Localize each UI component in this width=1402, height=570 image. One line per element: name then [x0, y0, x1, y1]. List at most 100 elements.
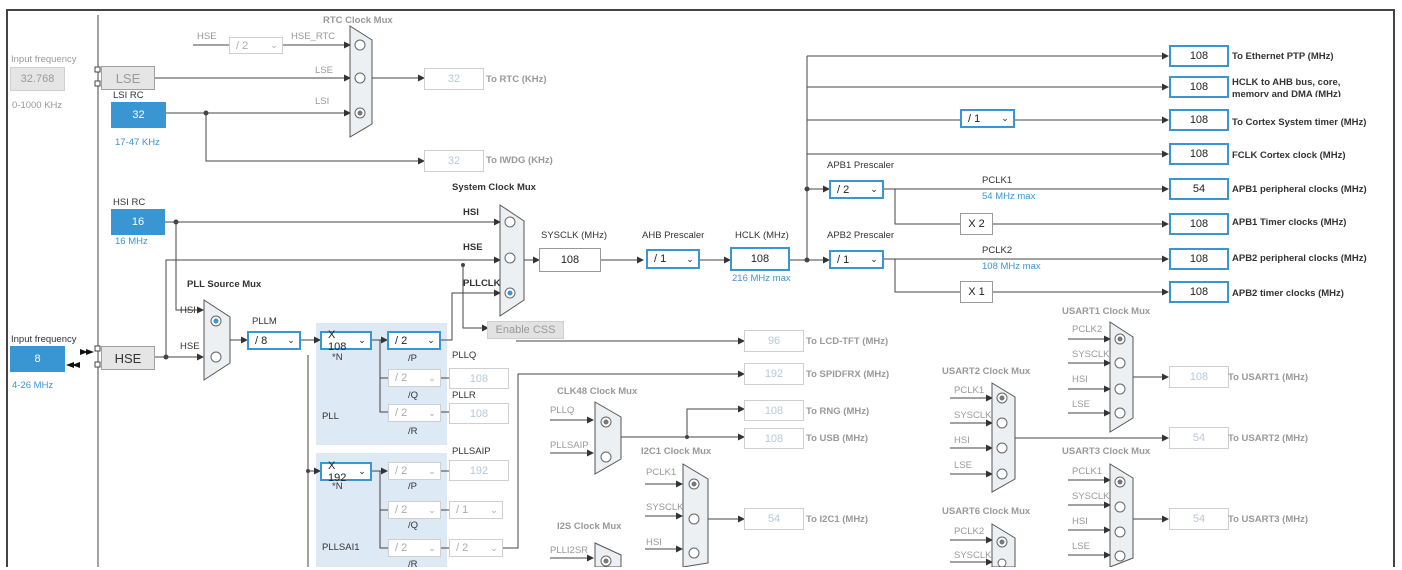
usart3-hsi-label: HSI [1072, 516, 1088, 527]
chevron-down-icon: ⌄ [490, 542, 498, 553]
ethernet-ptp-output[interactable]: 108 [1169, 45, 1229, 67]
hclk-label: HCLK (MHz) [735, 230, 789, 241]
fclk-output[interactable]: 108 [1169, 143, 1229, 165]
usart1-output-label: To USART1 (MHz) [1228, 372, 1309, 383]
enable-css-button[interactable]: Enable CSS [487, 321, 564, 339]
apb2-peripheral-output[interactable]: 108 [1169, 248, 1229, 270]
i2c1-pclk1-label: PCLK1 [646, 467, 677, 478]
pllr-label: PLLR [452, 390, 476, 401]
pllm-label: PLLM [252, 316, 277, 327]
usart3-pclk1-label: PCLK1 [1072, 466, 1103, 477]
lsi-range-label: 17-47 KHz [115, 137, 160, 148]
pllsai-q-divider-dropdown[interactable]: / 2⌄ [388, 501, 441, 519]
sysclk-value-field[interactable]: 108 [539, 248, 601, 272]
rtc-hse-label: HSE [197, 31, 217, 42]
chevron-down-icon: ⌄ [428, 542, 436, 553]
usb-label: To USB (MHz) [806, 433, 869, 444]
apb1-prescaler-label: APB1 Prescaler [827, 160, 895, 171]
rtc-output-field[interactable]: 32 [424, 68, 484, 90]
pclk1-max-label: 54 MHz max [982, 191, 1036, 202]
chevron-down-icon: ⌄ [870, 184, 878, 194]
i2c1-hsi-label: HSI [646, 537, 662, 548]
apb1-prescaler-dropdown[interactable]: / 2⌄ [829, 180, 884, 199]
apb1-peripheral-label: APB1 peripheral clocks (MHz) [1232, 184, 1367, 195]
usart2-output-field[interactable]: 54 [1169, 427, 1229, 449]
usb-output-field[interactable]: 108 [744, 428, 804, 449]
chevron-down-icon: ⌄ [870, 254, 878, 264]
pllsai-q2-divider-dropdown[interactable]: / 1⌄ [449, 501, 503, 519]
pllsai-r2-divider-dropdown[interactable]: / 2⌄ [449, 539, 503, 557]
pllsai-r-divider-dropdown[interactable]: / 2⌄ [388, 539, 441, 557]
usart1-pclk2-label: PCLK2 [1072, 324, 1103, 335]
pllsai-p-label: /P [408, 481, 417, 492]
rtc-mux-title: RTC Clock Mux [323, 15, 393, 26]
pll-q-divider-dropdown[interactable]: / 2⌄ [388, 369, 441, 387]
rng-label: To RNG (MHz) [806, 406, 870, 417]
pllsaip-value-field[interactable]: 192 [449, 460, 509, 481]
usart3-mux-title: USART3 Clock Mux [1062, 446, 1151, 457]
i2c1-output-label: To I2C1 (MHz) [806, 514, 869, 525]
sys-mux-pllclk-label: PLLCLK [463, 278, 501, 289]
apb1-peripheral-output[interactable]: 54 [1169, 178, 1229, 200]
pll-source-hsi-label: HSI [180, 305, 196, 316]
chevron-down-icon: ⌄ [428, 465, 436, 476]
usart2-pclk1-label: PCLK1 [954, 385, 985, 396]
apb2-timer-output[interactable]: 108 [1169, 281, 1229, 303]
cortex-timer-divider-dropdown[interactable]: / 1⌄ [960, 109, 1015, 128]
pclk1-label: PCLK1 [982, 175, 1013, 186]
pllsai-r-label: /R [408, 559, 418, 570]
usart1-lse-label: LSE [1072, 399, 1090, 410]
iwdg-output-field[interactable]: 32 [424, 150, 484, 172]
hclk-value-field[interactable]: 108 [730, 247, 790, 271]
lse-range-label: 0-1000 KHz [12, 100, 63, 111]
pll-n-label: *N [332, 352, 343, 363]
chevron-down-icon: ⌄ [686, 253, 694, 264]
i2c1-mux-title: I2C1 Clock Mux [641, 446, 712, 457]
usart3-lse-label: LSE [1072, 541, 1090, 552]
usart1-sysclk-label: SYSCLK [1072, 349, 1110, 360]
hclk-ahb-output[interactable]: 108 [1169, 76, 1229, 98]
pclk2-max-label: 108 MHz max [982, 261, 1041, 272]
hsi-rc-value: 16 [111, 209, 165, 235]
usart1-output-field[interactable]: 108 [1169, 366, 1229, 388]
i2c1-output-field[interactable]: 54 [744, 508, 804, 530]
lsi-rc-title: LSI RC [113, 90, 144, 101]
spdif-output-field[interactable]: 192 [744, 363, 804, 385]
i2s-plli2sr-label: PLLI2SR [550, 545, 589, 556]
pllr-value-field[interactable]: 108 [449, 403, 509, 424]
hse-source-block: HSE [101, 346, 155, 370]
pll-n-multiplier-dropdown[interactable]: X 108⌄ [320, 329, 372, 353]
rtc-output-label: To RTC (KHz) [486, 74, 547, 85]
lse-input-frequency-field[interactable]: 32.768 [10, 67, 65, 91]
hse-range-label: 4-26 MHz [12, 380, 54, 391]
apb1-timer-output[interactable]: 108 [1169, 213, 1229, 235]
clk48-mux-title: CLK48 Clock Mux [557, 386, 638, 397]
usart1-hsi-label: HSI [1072, 374, 1088, 385]
hse-input-frequency-field[interactable]: 8 [10, 346, 65, 372]
cortex-system-timer-label: To Cortex System timer (MHz) [1232, 117, 1367, 128]
ethernet-ptp-label: To Ethernet PTP (MHz) [1232, 51, 1334, 62]
rtc-hse-rtc-label: HSE_RTC [291, 31, 336, 42]
pclk2-label: PCLK2 [982, 245, 1013, 256]
cortex-system-timer-output[interactable]: 108 [1169, 109, 1229, 131]
pll-r-divider-dropdown[interactable]: / 2⌄ [388, 404, 441, 422]
pllsai-p-divider-dropdown[interactable]: / 2⌄ [388, 462, 441, 480]
lcd-tft-output-field[interactable]: 96 [744, 330, 804, 352]
ahb-prescaler-dropdown[interactable]: / 1⌄ [646, 249, 700, 269]
pllsai-n-multiplier-dropdown[interactable]: X 192⌄ [320, 460, 372, 484]
usart3-sysclk-label: SYSCLK [1072, 491, 1110, 502]
clk48-pllq-label: PLLQ [550, 405, 575, 416]
i2s-mux-title: I2S Clock Mux [557, 521, 622, 532]
pllm-dropdown[interactable]: / 8⌄ [247, 331, 301, 350]
apb2-prescaler-label: APB2 Prescaler [827, 230, 895, 241]
rtc-hse-divider-dropdown[interactable]: / 2⌄ [229, 37, 283, 54]
usart3-output-field[interactable]: 54 [1169, 508, 1229, 530]
lse-source-block: LSE [101, 66, 155, 90]
lcd-tft-label: To LCD-TFT (MHz) [806, 336, 889, 347]
rng-output-field[interactable]: 108 [744, 400, 804, 421]
apb2-prescaler-dropdown[interactable]: / 1⌄ [829, 250, 884, 269]
apb2-timer-label: APB2 timer clocks (MHz) [1232, 288, 1344, 299]
pll-r-label: /R [408, 426, 418, 437]
pll-p-divider-dropdown[interactable]: / 2⌄ [387, 331, 441, 350]
pllq-value-field[interactable]: 108 [449, 368, 509, 389]
